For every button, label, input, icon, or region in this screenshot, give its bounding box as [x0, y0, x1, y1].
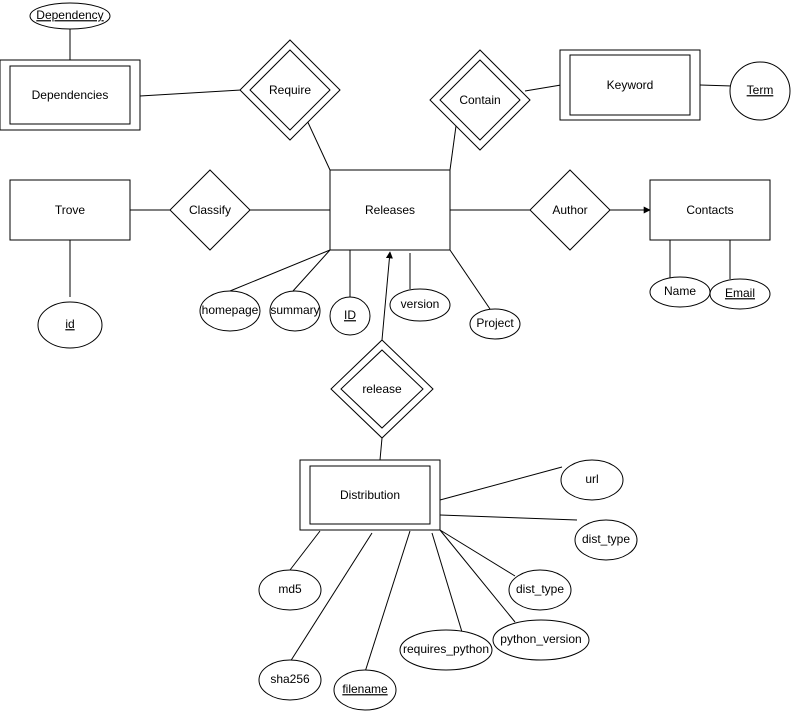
attribute-project-label: Project [476, 316, 514, 330]
attribute-md5: md5 [258, 569, 322, 611]
attribute-trove-id-label: id [65, 317, 74, 331]
entity-distribution: Distribution [299, 459, 441, 531]
line-distribution-python-version [439, 529, 516, 623]
line-distribution-requires-python [431, 532, 463, 633]
entity-contacts-label: Contacts [686, 203, 733, 217]
relationship-release: release [330, 339, 434, 439]
entity-releases: Releases [329, 169, 451, 251]
entity-releases-label: Releases [365, 203, 415, 217]
attribute-dependency: Dependency [29, 2, 111, 30]
attribute-project: Project [469, 308, 521, 340]
relationship-release-label: release [362, 382, 402, 396]
attribute-release-id: ID [329, 296, 371, 336]
relationship-author: Author [529, 169, 611, 251]
attribute-homepage: homepage [199, 290, 261, 332]
attribute-email: Email [709, 278, 771, 310]
relationship-classify: Classify [169, 169, 251, 251]
line-distribution-dist-type-1 [439, 514, 578, 521]
line-dependencies-require [139, 89, 242, 97]
attribute-sha256: sha256 [258, 659, 322, 701]
entity-trove: Trove [9, 179, 131, 241]
attribute-dist-type-2-label: dist_type [516, 582, 564, 596]
line-keyword-term [699, 84, 733, 87]
line-distribution-filename [364, 530, 411, 673]
attribute-homepage-label: homepage [202, 303, 259, 317]
line-require-releases [304, 115, 331, 171]
attribute-filename: filename [333, 669, 397, 711]
line-release-releases [381, 251, 393, 341]
relationship-author-label: Author [552, 203, 587, 217]
attribute-python-version-label: python_version [500, 632, 581, 646]
entity-distribution-label: Distribution [340, 488, 400, 502]
line-release-distribution [379, 437, 383, 461]
line-releases-summary [292, 249, 331, 292]
attribute-dist-type-2: dist_type [508, 569, 572, 611]
entity-trove-label: Trove [55, 203, 86, 217]
line-releases-project [449, 249, 491, 310]
attribute-term-label: Term [747, 83, 774, 97]
relationship-contain: Contain [429, 49, 531, 151]
attribute-name-label: Name [664, 284, 696, 298]
entity-keyword: Keyword [559, 49, 701, 121]
entity-contacts: Contacts [649, 179, 771, 241]
relationship-classify-label: Classify [189, 203, 231, 217]
attribute-requires-python-label: requires_python [403, 642, 489, 656]
line-distribution-url [439, 466, 563, 501]
entity-dependencies: Dependencies [0, 59, 141, 131]
connectors [69, 29, 733, 673]
entity-dependencies-label: Dependencies [32, 88, 109, 102]
line-distribution-md5 [289, 530, 321, 571]
attribute-name: Name [649, 276, 711, 308]
attribute-email-label: Email [725, 286, 755, 300]
line-contain-releases [449, 125, 457, 171]
entity-keyword-label: Keyword [607, 78, 654, 92]
line-releases-homepage [229, 249, 331, 292]
attribute-python-version: python_version [492, 619, 590, 661]
line-distribution-dist-type-2 [439, 529, 516, 577]
attribute-md5-label: md5 [278, 582, 302, 596]
attribute-summary-label: summary [270, 303, 319, 317]
attribute-requires-python: requires_python [399, 629, 493, 671]
attribute-url: url [560, 459, 624, 501]
attribute-filename-label: filename [342, 682, 388, 696]
attribute-release-id-label: ID [344, 308, 356, 322]
attribute-term: Term [729, 61, 791, 121]
attribute-url-label: url [585, 472, 598, 486]
attribute-version: version [389, 288, 451, 322]
line-contain-keyword [524, 84, 562, 92]
relationship-contain-label: Contain [459, 93, 500, 107]
attribute-dist-type-1: dist_type [574, 519, 638, 561]
attribute-dist-type-1-label: dist_type [582, 532, 630, 546]
attribute-sha256-label: sha256 [270, 672, 310, 686]
attribute-version-label: version [401, 297, 440, 311]
relationship-require: Require [239, 39, 341, 141]
attribute-summary: summary [269, 290, 321, 332]
relationship-require-label: Require [269, 83, 311, 97]
attribute-dependency-label: Dependency [36, 8, 103, 22]
attribute-trove-id: id [37, 301, 103, 349]
line-distribution-sha256 [289, 532, 373, 663]
